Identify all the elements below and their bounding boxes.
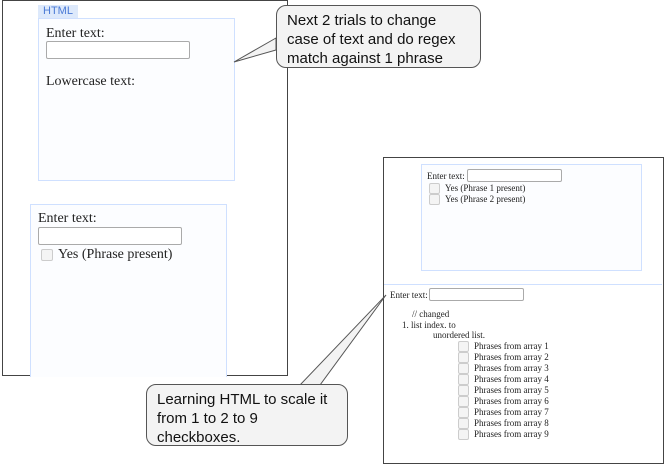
text-input[interactable] xyxy=(46,41,190,59)
checkbox[interactable] xyxy=(458,396,469,408)
checkbox-row[interactable]: Phrases from array 9 xyxy=(458,429,549,441)
checkbox[interactable] xyxy=(429,194,440,206)
checkbox-row[interactable]: Phrases from array 6 xyxy=(458,396,549,408)
lowercase-box: Enter text: Lowercase text: xyxy=(38,18,235,181)
lowercase-output-label: Lowercase text: xyxy=(46,74,136,89)
checkbox-label: Yes (Phrase 1 present) xyxy=(445,183,526,193)
checkbox[interactable] xyxy=(458,429,469,441)
checkbox-label: Phrases from array 3 xyxy=(474,363,549,373)
code-comment: // changed xyxy=(412,309,450,319)
list-sub: unordered list. xyxy=(433,330,485,340)
checkbox[interactable] xyxy=(458,341,469,353)
checkbox-label: Yes (Phrase present) xyxy=(58,247,173,262)
checkbox-label: Phrases from array 4 xyxy=(474,374,549,384)
top-callout: Next 2 trials to change case of text and… xyxy=(276,5,481,68)
checkbox-row[interactable]: Phrases from array 4 xyxy=(458,374,549,386)
checkbox[interactable] xyxy=(41,248,53,261)
checkbox-row[interactable]: Phrases from array 5 xyxy=(458,385,549,397)
checkbox[interactable] xyxy=(429,183,440,195)
checkbox-row[interactable]: Phrases from array 7 xyxy=(458,407,549,419)
checkbox-label: Phrases from array 5 xyxy=(474,385,549,395)
top-callout-tail xyxy=(233,37,277,63)
checkbox-label: Phrases from array 2 xyxy=(474,352,549,362)
checkbox[interactable] xyxy=(458,385,469,397)
bottom-callout-tail xyxy=(298,294,387,386)
checkbox[interactable] xyxy=(458,418,469,430)
text-input[interactable] xyxy=(429,288,524,301)
checkbox-row[interactable]: Phrases from array 3 xyxy=(458,363,549,375)
two-phrase-box: Enter text: Yes (Phrase 1 present) Yes (… xyxy=(421,164,642,271)
enter-text-label: Enter text: xyxy=(46,26,105,41)
checkbox-label: Phrases from array 9 xyxy=(474,429,549,439)
checkbox-label: Yes (Phrase 2 present) xyxy=(445,194,526,204)
checkbox-label: Phrases from array 1 xyxy=(474,341,549,351)
enter-text-label: Enter text: xyxy=(427,171,465,181)
checkbox[interactable] xyxy=(458,407,469,419)
enter-text-label: Enter text: xyxy=(390,290,428,300)
phrase-match-box: Enter text: Yes (Phrase present) xyxy=(30,204,227,377)
checkbox-row[interactable]: Yes (Phrase 1 present) xyxy=(429,183,526,195)
checkbox-row[interactable]: Yes (Phrase 2 present) xyxy=(429,194,526,206)
phrase-checkbox-row[interactable]: Yes (Phrase present) xyxy=(41,247,172,263)
list-item: 1. list index. to xyxy=(402,320,456,330)
enter-text-label: Enter text: xyxy=(38,211,97,226)
bottom-callout: Learning HTML to scale it from 1 to 2 to… xyxy=(146,384,348,446)
checkbox-row[interactable]: Phrases from array 2 xyxy=(458,352,549,364)
checkbox-row[interactable]: Phrases from array 1 xyxy=(458,341,549,353)
divider xyxy=(384,284,662,285)
text-input[interactable] xyxy=(467,169,562,182)
text-input[interactable] xyxy=(38,227,182,245)
checkbox-label: Phrases from array 6 xyxy=(474,396,549,406)
checkbox-label: Phrases from array 8 xyxy=(474,418,549,428)
checkbox-label: Phrases from array 7 xyxy=(474,407,549,417)
checkbox[interactable] xyxy=(458,374,469,386)
checkbox-row[interactable]: Phrases from array 8 xyxy=(458,418,549,430)
html-tag: HTML xyxy=(38,5,78,18)
checkbox[interactable] xyxy=(458,363,469,375)
checkbox[interactable] xyxy=(458,352,469,364)
